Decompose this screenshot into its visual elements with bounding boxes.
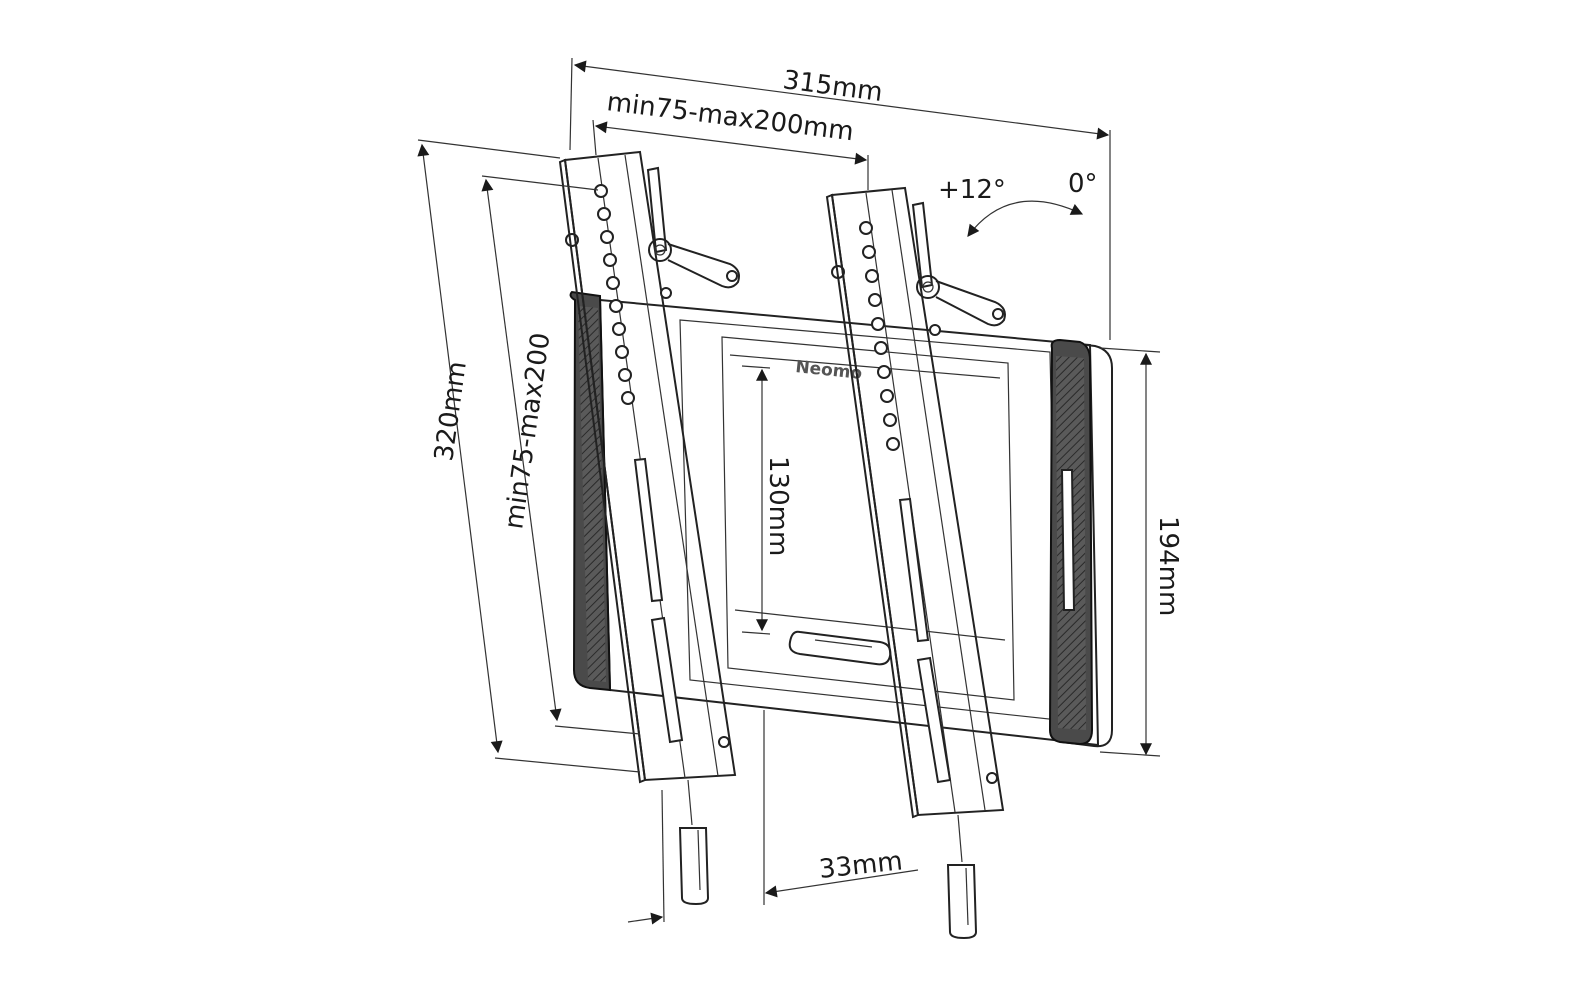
left-wall-pad: [569, 290, 612, 692]
right-arm-holes: [859, 221, 998, 784]
tilt-indicator: +12° 0°: [938, 169, 1098, 237]
depth-label: 33mm: [818, 846, 904, 885]
inner-height-label: 130mm: [763, 456, 793, 556]
dimension-inner-height: 130mm: [741, 365, 793, 635]
dimension-plate-height: 194mm: [1099, 347, 1183, 757]
tilt-neutral-label: 0°: [1068, 169, 1098, 199]
right-tilt-knob: [831, 265, 1006, 327]
overall-width-label: 315mm: [781, 65, 884, 108]
left-safety-cord: [678, 779, 710, 906]
left-arm-holes: [594, 184, 730, 748]
dimension-vesa-horizontal: min75-max200mm: [592, 87, 869, 190]
plate-slot: [788, 630, 892, 666]
vesa-vertical-label: min75-max200: [499, 331, 556, 531]
tilt-forward-label: +12°: [938, 175, 1006, 205]
overall-height-label: 320mm: [429, 359, 473, 462]
wall-plate: Neomo: [598, 298, 1100, 747]
plate-height-label: 194mm: [1153, 516, 1183, 616]
left-bracket-arm: [558, 150, 740, 906]
right-safety-cord: [946, 814, 978, 940]
right-wall-pad: [1048, 338, 1113, 748]
right-bracket-arm: [825, 186, 1006, 940]
left-tilt-knob: [565, 233, 740, 289]
